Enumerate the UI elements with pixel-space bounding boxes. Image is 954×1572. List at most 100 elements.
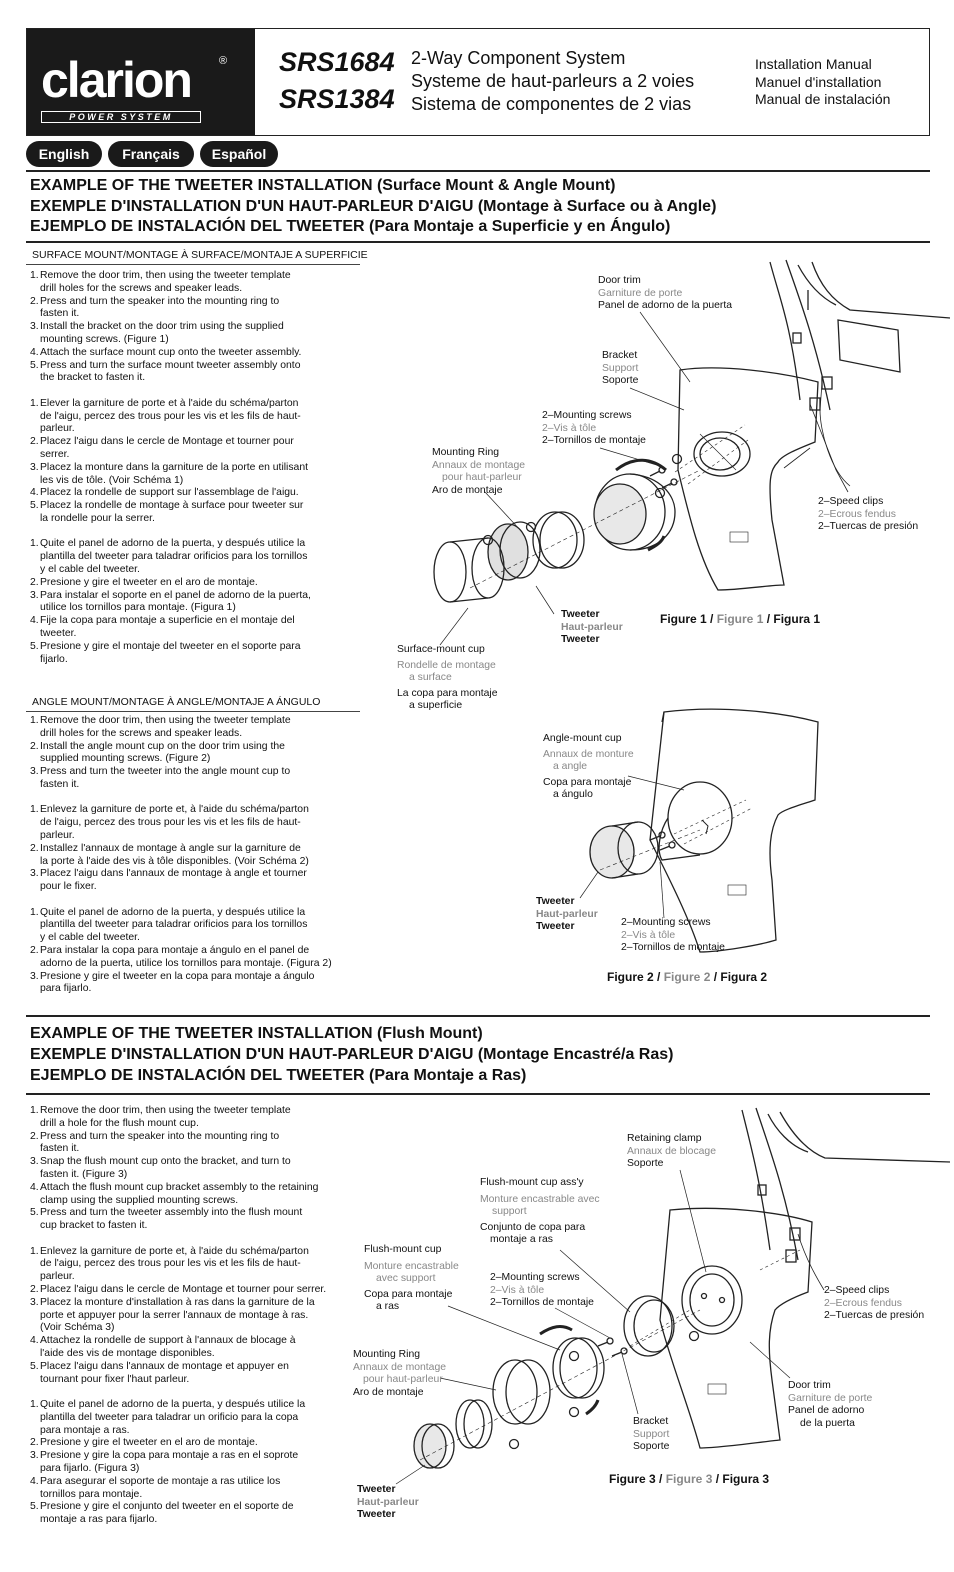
step-item: 2.Press and turn the speaker into the mo… bbox=[30, 296, 360, 322]
step-text: Placez l'aigu dans le cercle de Montage … bbox=[40, 1283, 327, 1295]
mounting-screws-label: 2–Mounting screws 2–Vis à tôle 2–Tornill… bbox=[542, 410, 646, 447]
step-number: 4. bbox=[30, 346, 39, 358]
step-item: 3.Presione y gire el tweeter en la copa … bbox=[30, 971, 360, 997]
step-text: Press and turn the surface mount tweeter… bbox=[40, 359, 301, 371]
step-text: la porte à l'aide des vis à tôle disponi… bbox=[40, 855, 309, 867]
step-item: 5.Placez la rondelle de montage à surfac… bbox=[30, 500, 360, 526]
step-item: 2.Presione y gire el tweeter en el aro d… bbox=[30, 577, 360, 590]
section-divider bbox=[26, 1015, 930, 1017]
step-text: Press and turn the speaker into the moun… bbox=[40, 295, 280, 307]
section-divider bbox=[26, 241, 930, 243]
subheading-rule bbox=[26, 711, 360, 712]
step-text: plantilla del tweeter para taladrar orif… bbox=[40, 919, 308, 931]
step-text: Presione y gire la copa para montaje a r… bbox=[40, 1450, 299, 1462]
step-text: Placez la rondelle de montage à surface … bbox=[40, 500, 304, 512]
step-number: 1. bbox=[30, 1245, 39, 1257]
step-number: 5. bbox=[30, 1360, 39, 1372]
step-text: Placez l'aigu dans le cercle de Montage … bbox=[40, 436, 294, 448]
step-item: 5.Presione y gire el conjunto del tweete… bbox=[30, 1501, 360, 1527]
step-number: 1. bbox=[30, 1398, 39, 1410]
mounting-screws-label: 2–Mounting screws 2–Vis à tôle 2–Tornill… bbox=[621, 917, 725, 954]
step-text: Enlevez la garniture de porte et, à l'ai… bbox=[40, 804, 309, 816]
step-item: 3.Install the bracket on the door trim u… bbox=[30, 321, 360, 347]
step-item: 5.Placez l'aigu dans l'annaux de montage… bbox=[30, 1361, 360, 1387]
flush-mount-steps: 1.Remove the door trim, then using the t… bbox=[30, 1105, 360, 1539]
step-item: 5.Press and turn the tweeter assembly in… bbox=[30, 1207, 360, 1233]
figure-2-caption: Figure 2 / Figure 2 / Figura 2 bbox=[607, 970, 768, 984]
step-item: 3.Para instalar el soporte en el panel d… bbox=[30, 590, 360, 616]
step-text: Placez la monture dans la garniture de l… bbox=[40, 461, 309, 473]
step-text: les vis de tôle. (Voir Schéma 1) bbox=[40, 474, 184, 486]
step-text: de l'aigu, percez des trous pour les vis… bbox=[40, 817, 301, 829]
language-tab-english[interactable]: English bbox=[26, 141, 102, 167]
step-text: plantilla del tweeter para taladrar orif… bbox=[40, 551, 308, 563]
step-item: 1.Quite el panel de adorno de la puerta,… bbox=[30, 907, 360, 945]
step-item: 1.Remove the door trim, then using the t… bbox=[30, 270, 360, 296]
angle-mount-cup-label: Angle-mount cup Annaux de monture a angl… bbox=[543, 733, 634, 801]
step-group: 1.Quite el panel de adorno de la puerta,… bbox=[30, 538, 360, 666]
section-title: EXAMPLE OF THE TWEETER INSTALLATION (Flu… bbox=[30, 1025, 483, 1042]
step-item: 1.Enlevez la garniture de porte et, à l'… bbox=[30, 1246, 360, 1284]
step-item: 2.Presione y gire el tweeter en el aro d… bbox=[30, 1437, 360, 1450]
step-text: l'aide des vis de montage disponibles. bbox=[40, 1347, 215, 1359]
step-text: pour le fixer. bbox=[40, 881, 97, 893]
step-text: (Voir Schéma 3) bbox=[40, 1322, 115, 1334]
step-text: supplied mounting screws. (Figure 2) bbox=[40, 753, 211, 765]
step-text: Snap the flush mount cup onto the bracke… bbox=[40, 1156, 291, 1168]
step-item: 1.Enlevez la garniture de porte et, à l'… bbox=[30, 804, 360, 842]
step-group: 1.Quite el panel de adorno de la puerta,… bbox=[30, 907, 360, 997]
step-text: Remove the door trim, then using the twe… bbox=[40, 1105, 291, 1116]
step-text: la rondelle pour la serrer. bbox=[40, 512, 155, 524]
angle-mount-steps: 1.Remove the door trim, then using the t… bbox=[30, 715, 360, 1009]
step-text: Press and turn the tweeter into the angl… bbox=[40, 766, 291, 778]
figure-3-caption: Figure 3 / Figure 3 / Figura 3 bbox=[609, 1472, 770, 1486]
step-text: Placez l'aigu dans l'annaux de montage à… bbox=[40, 868, 307, 880]
tweeter-label: Tweeter Haut-parleur Tweeter bbox=[561, 609, 623, 646]
flush-cup-assy-label: Flush-mount cup ass'y Monture encastrabl… bbox=[480, 1177, 600, 1246]
step-group: 1.Remove the door trim, then using the t… bbox=[30, 715, 360, 792]
step-number: 3. bbox=[30, 589, 39, 601]
step-text: Press and turn the speaker into the moun… bbox=[40, 1130, 280, 1142]
step-number: 1. bbox=[30, 906, 39, 918]
product-line: 2-Way Component System bbox=[411, 48, 626, 68]
surface-mount-cup-label: Surface-mount cup Rondelle de montage a … bbox=[397, 644, 498, 712]
step-number: 3. bbox=[30, 321, 39, 333]
step-text: Quite el panel de adorno de la puerta, y… bbox=[40, 538, 306, 550]
step-item: 1.Remove the door trim, then using the t… bbox=[30, 1105, 360, 1131]
step-text: plantilla del tweeter para taladrar un o… bbox=[40, 1411, 299, 1423]
step-text: Placez l'aigu dans l'annaux de montage e… bbox=[40, 1360, 289, 1372]
step-item: 2.Para instalar la copa para montaje a á… bbox=[30, 945, 360, 971]
step-number: 3. bbox=[30, 461, 39, 473]
retaining-clamp-label: Retaining clamp Annaux de blocage Soport… bbox=[627, 1133, 716, 1170]
step-text: parleur. bbox=[40, 423, 75, 435]
section-title: EJEMPLO DE INSTALACIÓN DEL TWEETER (Para… bbox=[30, 218, 671, 235]
step-item: 4.Attach the flush mount cup bracket ass… bbox=[30, 1182, 360, 1208]
step-text: Elever la garniture de porte et à l'aide… bbox=[40, 397, 299, 409]
step-item: 1.Quite el panel de adorno de la puerta,… bbox=[30, 538, 360, 576]
manual-type: Installation Manual bbox=[755, 56, 872, 72]
step-item: 4.Para asegurar el soporte de montaje a … bbox=[30, 1476, 360, 1502]
step-text: Attach the flush mount cup bracket assem… bbox=[40, 1181, 319, 1193]
step-text: de l'aigu, percez des trous pour les vis… bbox=[40, 1258, 301, 1270]
model-number: SRS1684 bbox=[279, 47, 395, 77]
section-title: EJEMPLO DE INSTALACIÓN DEL TWEETER (Para… bbox=[30, 1067, 527, 1084]
step-text: de l'aigu, percez des trous pour les vis… bbox=[40, 410, 301, 422]
step-number: 1. bbox=[30, 538, 39, 550]
step-text: Presione y gire el montaje del tweeter e… bbox=[40, 640, 301, 652]
step-number: 3. bbox=[30, 766, 39, 778]
mounting-ring-label: Mounting Ring Annaux de montage pour hau… bbox=[432, 447, 526, 496]
step-number: 2. bbox=[30, 1437, 39, 1449]
step-number: 1. bbox=[30, 1105, 39, 1116]
door-trim-label: Door trim Garniture de porte Panel de ad… bbox=[598, 275, 733, 312]
step-text: montaje a ras para fijarlo. bbox=[40, 1514, 158, 1526]
section-divider bbox=[26, 1093, 930, 1095]
language-tab-french[interactable]: Français bbox=[108, 141, 194, 167]
step-number: 4. bbox=[30, 615, 39, 627]
step-text: Quite el panel de adorno de la puerta, y… bbox=[40, 906, 306, 918]
registered-mark: ® bbox=[219, 55, 228, 67]
step-number: 3. bbox=[30, 1450, 39, 1462]
step-number: 5. bbox=[30, 500, 39, 512]
language-tab-spanish[interactable]: Español bbox=[200, 141, 278, 167]
step-item: 2.Placez l'aigu dans le cercle de Montag… bbox=[30, 1284, 360, 1297]
step-group: 1.Remove the door trim, then using the t… bbox=[30, 270, 360, 385]
